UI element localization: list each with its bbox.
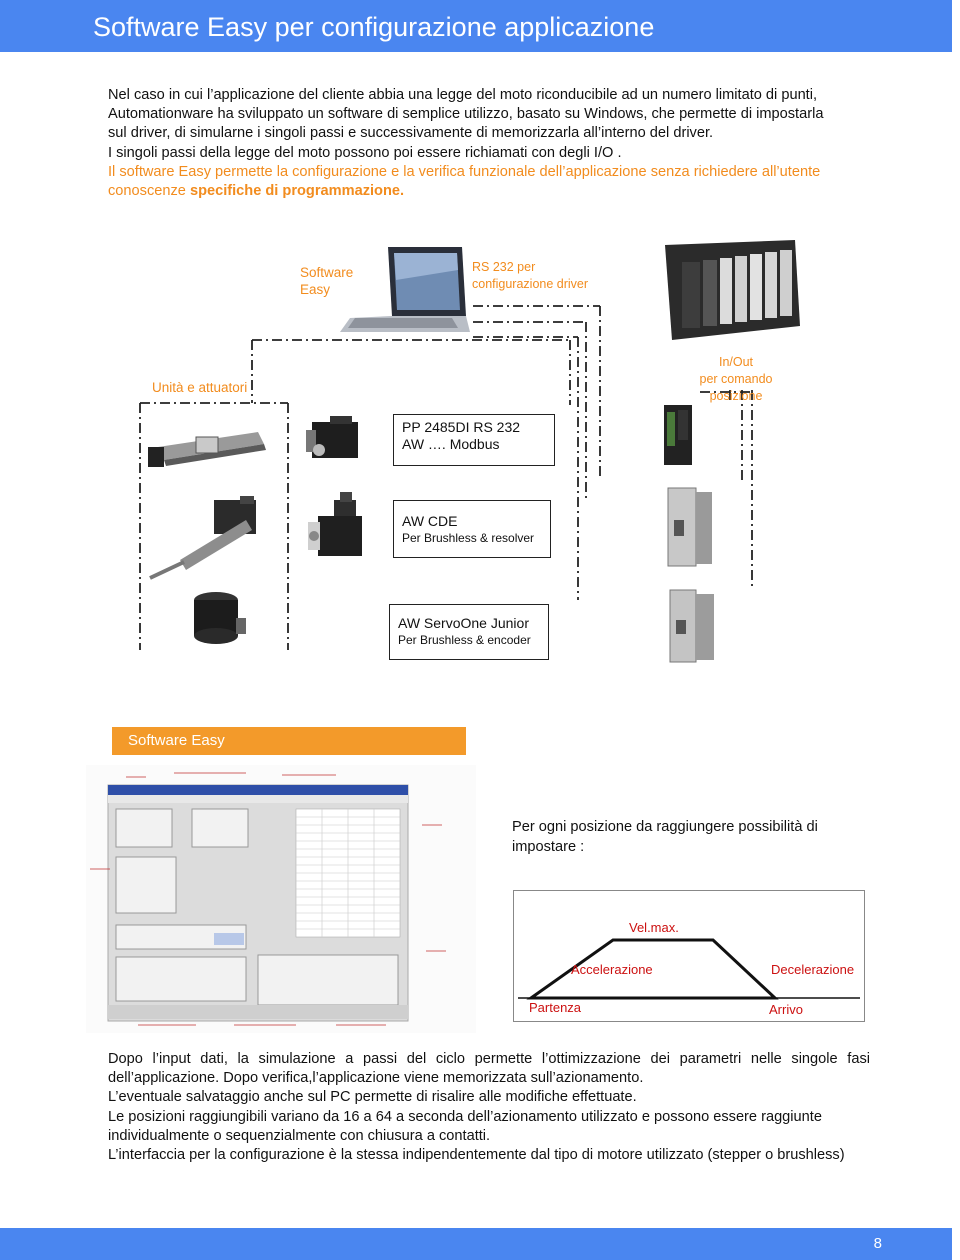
- software-screenshot-image: [86, 765, 476, 1033]
- intro-paragraph-3: Il software Easy permette la configurazi…: [108, 163, 828, 201]
- software-easy-label-line2: Easy: [300, 282, 331, 297]
- intro-paragraph-2: I singoli passi della legge del moto pos…: [108, 144, 622, 161]
- arrivo-label: Arrivo: [769, 1002, 803, 1017]
- plc-rack-image: [665, 240, 800, 340]
- page-header: Software Easy per configurazione applica…: [0, 0, 952, 52]
- intro-text: Nel caso in cui l’applicazione del clien…: [108, 86, 828, 201]
- page-title: Software Easy per configurazione applica…: [93, 12, 655, 42]
- system-diagram: [139, 240, 800, 663]
- electric-cylinder-image: [149, 496, 256, 580]
- rs232-label-line1: RS 232 per: [472, 260, 536, 274]
- intro-paragraph-1: Nel caso in cui l’applicazione del clien…: [108, 87, 824, 142]
- page-footer: 8: [0, 1228, 952, 1260]
- software-easy-bar-label: Software Easy: [128, 732, 225, 749]
- bottom-paragraph-3: Le posizioni raggiungibili variano da 16…: [108, 1108, 822, 1144]
- aw-cde-box: AW CDE Per Brushless & resolver: [393, 500, 551, 558]
- servoone-drive-image: [669, 589, 714, 663]
- pp2485-box-line1: PP 2485DI RS 232: [402, 419, 521, 435]
- brushless-motor-image: [308, 492, 362, 556]
- vel-max-label: Vel.max.: [629, 920, 679, 935]
- software-easy-label-line1: Software: [300, 265, 354, 280]
- intro-paragraph-3-bold: specifiche di programmazione.: [189, 183, 405, 200]
- pp2485-box-line2: AW …. Modbus: [402, 436, 500, 452]
- inout-label: In/Out per comando posizione: [674, 354, 798, 405]
- cde-drive-image: [667, 487, 712, 567]
- aw-cde-box-line2: Per Brushless & resolver: [402, 531, 535, 545]
- velocity-profile-chart: Vel.max. Accelerazione Decelerazione Par…: [513, 890, 865, 1022]
- rotary-table-image: [194, 592, 246, 644]
- pp2485-box: PP 2485DI RS 232 AW …. Modbus: [393, 414, 555, 466]
- servoone-box: AW ServoOne Junior Per Brushless & encod…: [389, 604, 549, 660]
- bottom-paragraph-2: L’eventuale salvataggio anche sul PC per…: [108, 1089, 637, 1106]
- dashed-connections: [139, 305, 753, 650]
- aw-cde-box-line1: AW CDE: [402, 513, 458, 529]
- intro-paragraph-3-text: Il software Easy permette la configurazi…: [108, 163, 821, 200]
- page-number: 8: [873, 1235, 882, 1252]
- software-easy-label: Software Easy: [300, 264, 353, 298]
- bottom-text: Dopo l’input dati, la simulazione a pass…: [108, 1050, 870, 1165]
- servoone-box-line1: AW ServoOne Junior: [398, 615, 529, 631]
- inout-label-line1: In/Out: [718, 355, 754, 369]
- accelerazione-label: Accelerazione: [571, 962, 653, 977]
- software-easy-bar: Software Easy: [112, 727, 466, 755]
- servoone-box-line2: Per Brushless & encoder: [398, 633, 531, 647]
- partenza-label: Partenza: [529, 1000, 582, 1015]
- linear-actuator-image: [148, 432, 266, 467]
- decelerazione-label: Decelerazione: [771, 962, 854, 977]
- rs232-label-line2: configurazione driver: [472, 277, 589, 291]
- per-ogni-posizione-text: Per ogni posizione da raggiungere possib…: [512, 819, 818, 855]
- unita-attuatori-label: Unità e attuatori: [152, 380, 248, 395]
- stepper-motor-image: [306, 416, 358, 458]
- bottom-paragraph-1: Dopo l’input dati, la simulazione a pass…: [108, 1051, 870, 1087]
- bottom-paragraph-4: L’interfaccia per la configurazione è la…: [108, 1147, 845, 1164]
- inout-label-line2: per comando posizione: [699, 372, 773, 403]
- laptop-image: [340, 247, 470, 332]
- rs232-label: RS 232 per configurazione driver: [472, 259, 588, 293]
- stepper-drive-image: [664, 405, 692, 465]
